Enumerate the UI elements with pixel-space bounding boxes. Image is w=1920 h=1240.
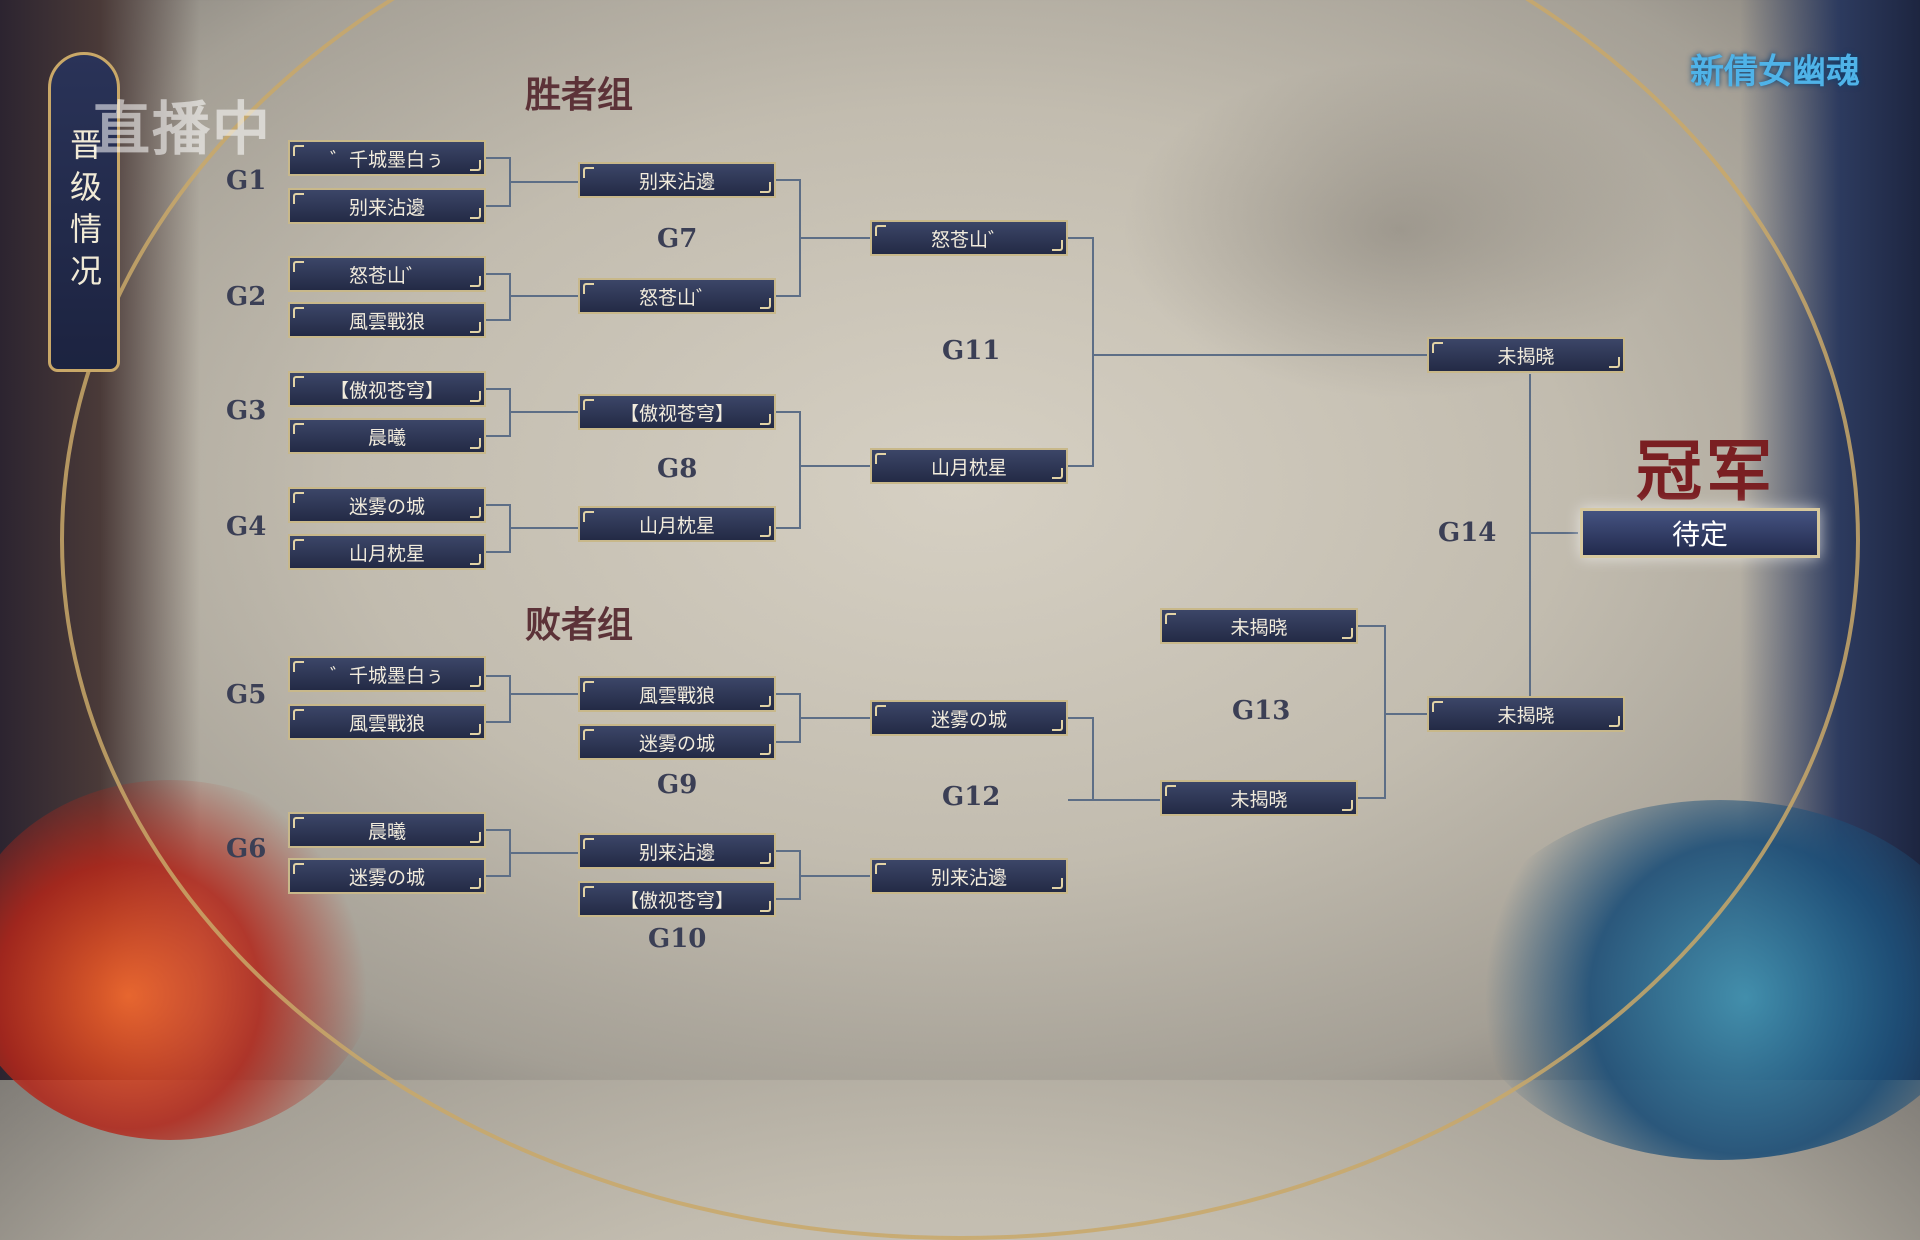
team-slot-g2-a[interactable]: 怒苍山゛	[288, 256, 486, 292]
connector-g4	[485, 504, 578, 553]
connector-g5	[485, 675, 578, 723]
team-slot-g11-b[interactable]: 山月枕星	[870, 448, 1068, 484]
connector-g10	[775, 850, 870, 900]
team-slot-g8-a[interactable]: 【傲视苍穹】	[578, 394, 776, 430]
game-label-g12: G12	[942, 782, 1001, 812]
connector-g3	[485, 388, 578, 437]
game-label-g8: G8	[657, 454, 698, 484]
team-slot-g1-b[interactable]: 别来沾邊	[288, 188, 486, 224]
game-label-g10: G10	[648, 924, 707, 954]
game-label-g11: G11	[942, 336, 1001, 366]
game-label-g4: G4	[226, 512, 267, 542]
team-slot-g1-a[interactable]: ゛千城墨白ぅ	[288, 140, 486, 176]
team-slot-g12-a[interactable]: 迷雾の城	[870, 700, 1068, 736]
team-slot-g13-a[interactable]: 未揭晓	[1160, 608, 1358, 644]
team-slot-g7-b[interactable]: 怒苍山゛	[578, 278, 776, 314]
team-slot-g9-a[interactable]: 風雲戰狼	[578, 676, 776, 712]
game-label-g2: G2	[226, 282, 267, 312]
connector-g8	[775, 411, 870, 529]
team-slot-g8-b[interactable]: 山月枕星	[578, 506, 776, 542]
connector-g1	[485, 157, 578, 207]
team-slot-g7-a[interactable]: 别来沾邊	[578, 162, 776, 198]
connector-g2	[485, 273, 578, 321]
team-slot-g5-b[interactable]: 風雲戰狼	[288, 704, 486, 740]
live-badge: 直播中	[92, 95, 273, 163]
banner-title: 晋级情况	[65, 128, 103, 296]
game-label-g6: G6	[226, 834, 267, 864]
game-label-g9: G9	[657, 770, 698, 800]
losers-bracket-title: 败者组	[525, 604, 634, 646]
team-slot-g9-b[interactable]: 迷雾の城	[578, 724, 776, 760]
game-label-g5: G5	[226, 680, 267, 710]
team-slot-g11-a[interactable]: 怒苍山゛	[870, 220, 1068, 256]
team-slot-g12-b[interactable]: 别来沾邊	[870, 858, 1068, 894]
champion-title: 冠军	[1636, 432, 1776, 510]
connector-g6	[485, 829, 578, 877]
team-slot-g13-b[interactable]: 未揭晓	[1160, 780, 1358, 816]
team-slot-g10-b[interactable]: 【傲视苍穹】	[578, 881, 776, 917]
team-slot-g10-a[interactable]: 别来沾邊	[578, 833, 776, 869]
team-slot-g4-a[interactable]: 迷雾の城	[288, 487, 486, 523]
game-label-g7: G7	[657, 224, 698, 254]
team-slot-g14-top[interactable]: 未揭晓	[1427, 337, 1625, 373]
advancement-banner: 晋级情况	[48, 52, 120, 372]
winners-bracket-title: 胜者组	[525, 74, 634, 116]
champion-slot[interactable]: 待定	[1580, 508, 1820, 558]
game-label-g14: G14	[1438, 518, 1497, 548]
team-slot-g3-a[interactable]: 【傲视苍穹】	[288, 371, 486, 407]
connector-g11	[1068, 237, 1427, 467]
team-slot-g6-a[interactable]: 晨曦	[288, 812, 486, 848]
team-slot-g3-b[interactable]: 晨曦	[288, 418, 486, 454]
connector-g12	[1068, 717, 1160, 801]
game-logo: 新倩女幽魂	[1690, 52, 1860, 92]
bracket-connector-lines	[485, 157, 1578, 900]
connector-g9	[775, 693, 870, 743]
game-label-g3: G3	[226, 396, 267, 426]
game-label-g13: G13	[1232, 696, 1291, 726]
connector-g14	[1529, 374, 1578, 696]
team-slot-g14-bottom[interactable]: 未揭晓	[1427, 696, 1625, 732]
team-slot-g6-b[interactable]: 迷雾の城	[288, 858, 486, 894]
game-label-g1: G1	[226, 166, 267, 196]
connector-g13	[1357, 625, 1427, 799]
connector-g7	[775, 179, 870, 297]
team-slot-g4-b[interactable]: 山月枕星	[288, 534, 486, 570]
team-slot-g2-b[interactable]: 風雲戰狼	[288, 302, 486, 338]
team-slot-g5-a[interactable]: ゛千城墨白ぅ	[288, 656, 486, 692]
